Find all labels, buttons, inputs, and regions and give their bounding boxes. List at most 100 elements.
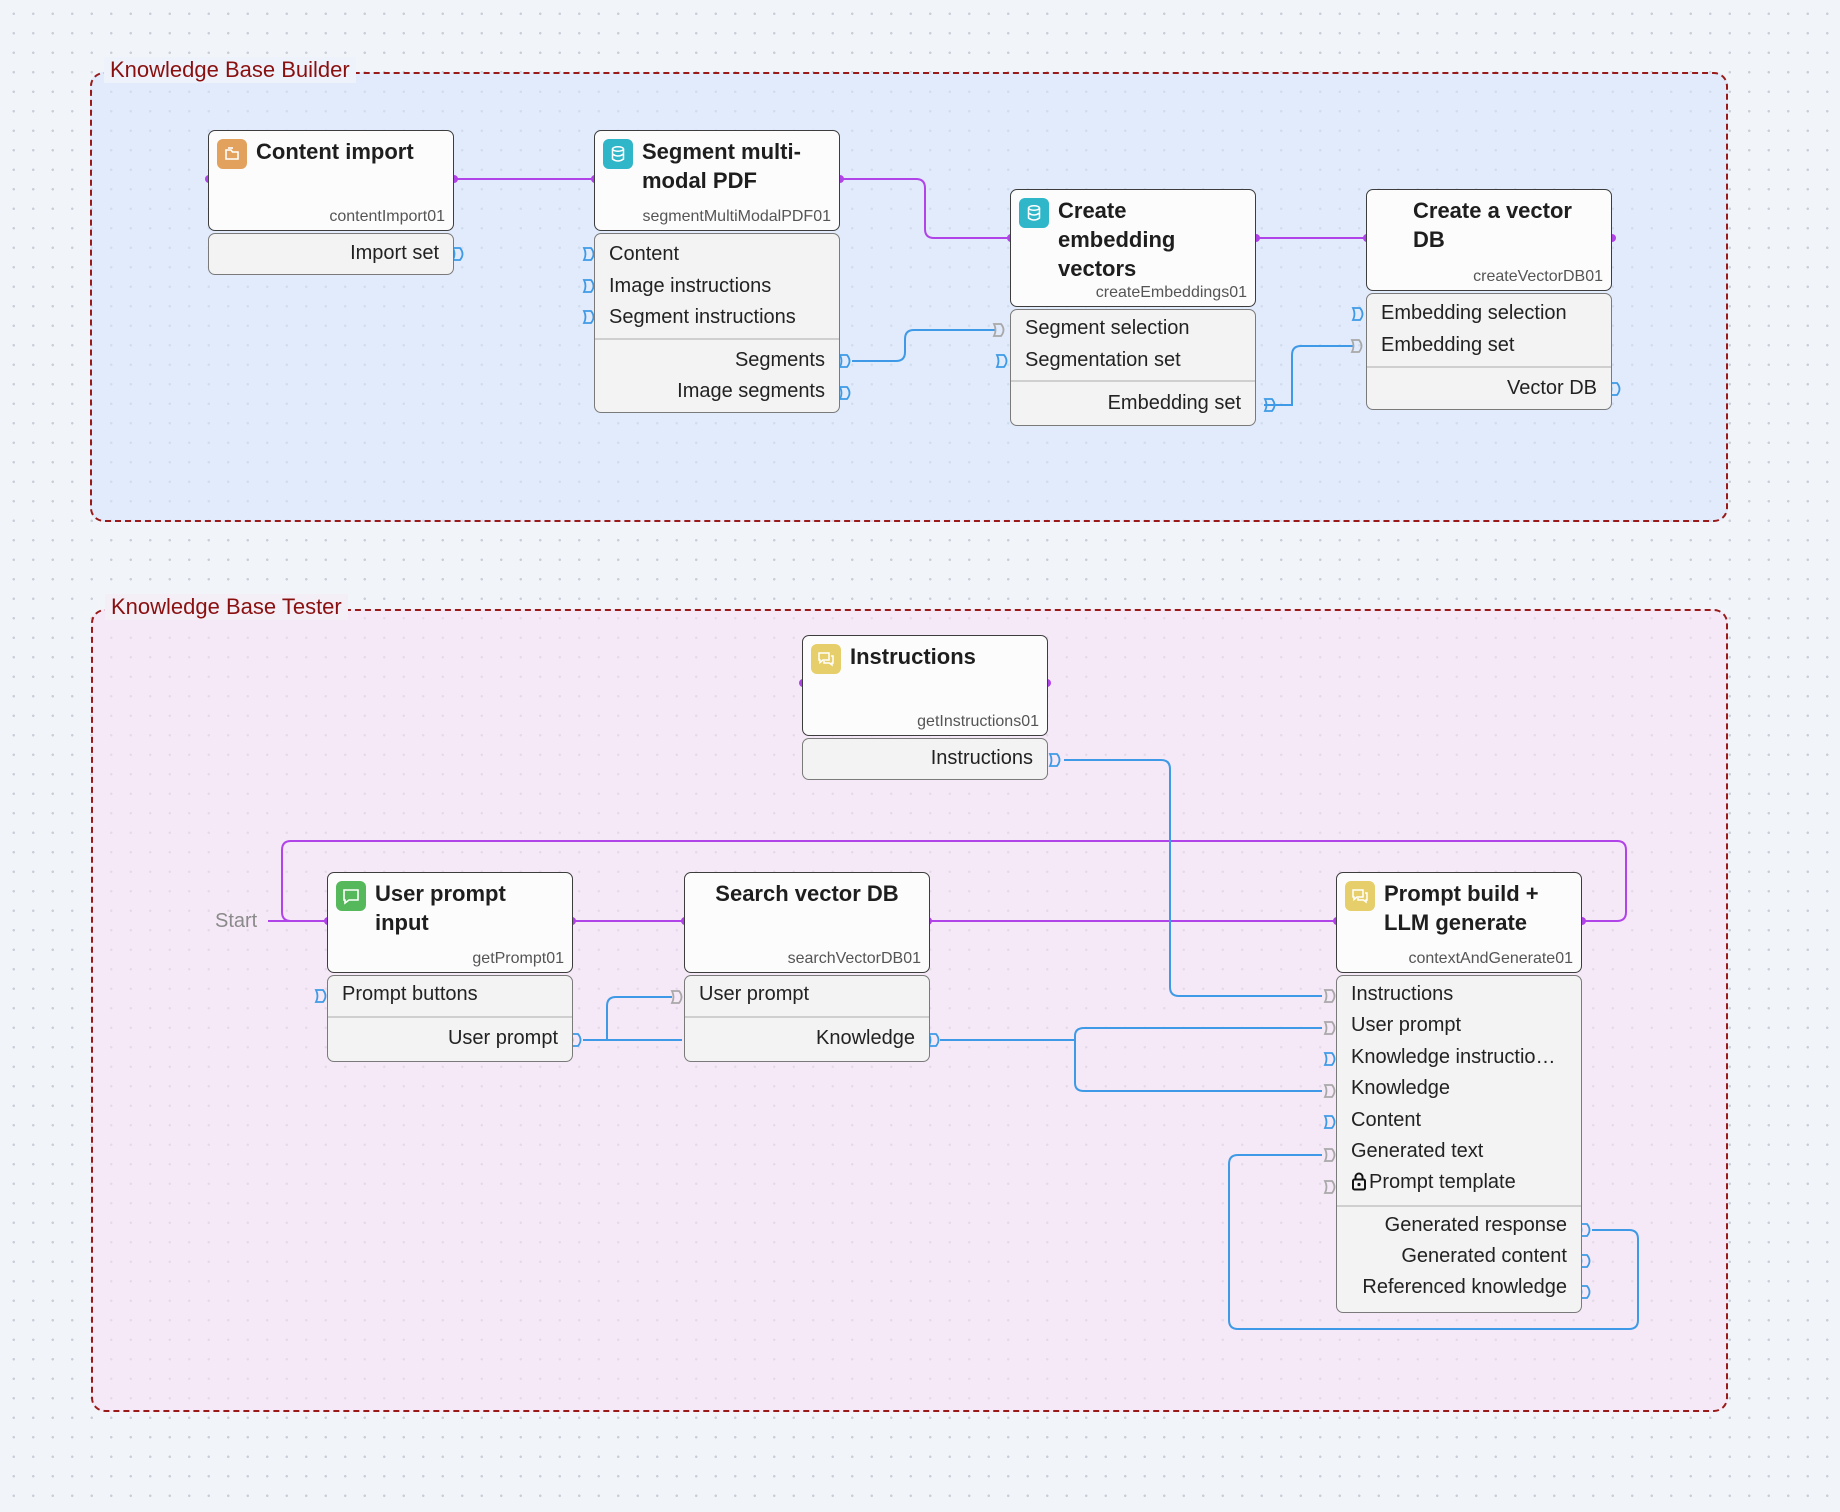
output-port-generated-response[interactable]: Generated response	[1384, 1214, 1567, 1236]
node-create-embedding-vectors[interactable]: Create embedding vectors createEmbedding…	[1010, 189, 1256, 426]
input-port-segment-instructions[interactable]: Segment instructions	[609, 306, 796, 328]
node-prompt-build-llm-generate[interactable]: Prompt build + LLM generate contextAndGe…	[1336, 872, 1582, 1313]
node-header[interactable]: User prompt input getPrompt01	[327, 872, 573, 973]
output-port-image-segments[interactable]: Image segments	[677, 380, 825, 402]
input-port-instructions[interactable]: Instructions	[1351, 983, 1454, 1005]
node-title: Create a vector DB	[1413, 198, 1572, 252]
data-wire-knowledge-to-user-prompt[interactable]	[940, 1027, 1322, 1041]
data-wire-knowledge-to-knowledge[interactable]	[1074, 1040, 1322, 1092]
input-port-segmentation-set[interactable]: Segmentation set	[1025, 349, 1181, 371]
node-id: searchVectorDB01	[787, 950, 921, 967]
node-ports: Embedding selection Embedding set Vector…	[1366, 293, 1612, 410]
data-socket[interactable]	[995, 354, 1008, 368]
input-port-knowledge[interactable]: Knowledge	[1351, 1077, 1450, 1099]
node-header[interactable]: Prompt build + LLM generate contextAndGe…	[1336, 872, 1582, 973]
data-socket[interactable]	[927, 1033, 940, 1047]
chat-bubbles-icon	[811, 644, 841, 674]
node-ports: Segment selection Segmentation set Embed…	[1010, 309, 1256, 426]
input-port-embedding-selection[interactable]: Embedding selection	[1381, 302, 1567, 324]
data-wire-segments-to-segment-selection[interactable]	[852, 329, 995, 362]
output-port-referenced-knowledge[interactable]: Referenced knowledge	[1362, 1276, 1567, 1298]
node-header[interactable]: Create a vector DB createVectorDB01	[1366, 189, 1612, 291]
chat-icon	[336, 881, 366, 911]
data-socket[interactable]	[838, 386, 851, 400]
data-wire-response-to-generated-text[interactable]	[1228, 1154, 1639, 1330]
data-socket[interactable]	[1323, 1180, 1336, 1194]
data-socket[interactable]	[992, 323, 1005, 337]
node-header[interactable]: Content import contentImport01	[208, 130, 454, 231]
input-port-user-prompt[interactable]: User prompt	[699, 983, 810, 1005]
data-socket[interactable]	[1323, 1021, 1336, 1035]
data-socket[interactable]	[1351, 307, 1364, 321]
data-socket[interactable]	[582, 279, 595, 293]
data-socket[interactable]	[1323, 1148, 1336, 1162]
node-search-vector-db[interactable]: Search vector DB searchVectorDB01 User p…	[684, 872, 930, 1062]
output-port-import-set[interactable]: Import set	[350, 242, 439, 264]
port-divider	[1367, 366, 1611, 368]
node-title: Search vector DB	[715, 881, 899, 906]
input-port-embedding-set[interactable]: Embedding set	[1381, 334, 1515, 356]
node-header[interactable]: Search vector DB searchVectorDB01	[684, 872, 930, 973]
data-socket[interactable]	[670, 990, 683, 1004]
output-port-instructions[interactable]: Instructions	[930, 747, 1033, 769]
port-divider	[1011, 380, 1255, 382]
node-header[interactable]: Create embedding vectors createEmbedding…	[1010, 189, 1256, 307]
data-socket[interactable]	[582, 247, 595, 261]
node-id: contextAndGenerate01	[1408, 950, 1573, 967]
output-port-knowledge[interactable]: Knowledge	[816, 1027, 915, 1049]
start-label: Start	[215, 910, 258, 932]
node-segment-multimodal-pdf[interactable]: Segment multi-modal PDF segmentMultiModa…	[594, 130, 840, 413]
node-ports: Instructions User prompt Knowledge instr…	[1336, 975, 1582, 1313]
port-label: Prompt template	[1369, 1171, 1516, 1193]
flow-wire-segment-to-embeddings[interactable]	[840, 178, 1008, 239]
input-port-image-instructions[interactable]: Image instructions	[609, 275, 772, 297]
data-wire-user-prompt-to-user-prompt[interactable]	[583, 997, 682, 1041]
input-port-content[interactable]: Content	[1351, 1109, 1422, 1131]
port-divider	[328, 1016, 572, 1018]
data-wire-instructions-to-instructions[interactable]	[1064, 759, 1322, 997]
node-title: Segment multi-modal PDF	[642, 139, 801, 193]
port-divider	[685, 1016, 929, 1018]
output-port-generated-content[interactable]: Generated content	[1401, 1245, 1567, 1267]
data-socket[interactable]	[1048, 753, 1061, 767]
group-label: Knowledge Base Tester	[105, 594, 348, 620]
node-ports: Import set	[208, 233, 454, 275]
node-header[interactable]: Instructions getInstructions01	[802, 635, 1048, 736]
node-title: Content import	[256, 139, 414, 164]
output-port-embedding-set[interactable]: Embedding set	[1107, 392, 1241, 414]
input-port-prompt-buttons[interactable]: Prompt buttons	[342, 983, 478, 1005]
node-title: Create embedding vectors	[1058, 198, 1176, 281]
input-port-knowledge-instructions[interactable]: Knowledge instructio…	[1351, 1046, 1556, 1068]
data-socket[interactable]	[1323, 1052, 1336, 1066]
database-icon	[1019, 198, 1049, 228]
data-socket[interactable]	[582, 310, 595, 324]
node-instructions[interactable]: Instructions getInstructions01 Instructi…	[802, 635, 1048, 780]
group-label: Knowledge Base Builder	[104, 57, 356, 83]
chat-bubbles-icon	[1345, 881, 1375, 911]
data-socket[interactable]	[838, 354, 851, 368]
node-user-prompt-input[interactable]: User prompt input getPrompt01 Prompt but…	[327, 872, 573, 1062]
data-socket[interactable]	[1263, 398, 1276, 412]
input-port-segment-selection[interactable]: Segment selection	[1025, 317, 1190, 339]
data-socket[interactable]	[1323, 1084, 1336, 1098]
input-port-prompt-template[interactable]: Prompt template	[1337, 1170, 1581, 1194]
data-socket[interactable]	[451, 247, 464, 261]
input-port-generated-text[interactable]: Generated text	[1351, 1140, 1484, 1162]
output-port-user-prompt[interactable]: User prompt	[447, 1027, 558, 1049]
input-port-user-prompt[interactable]: User prompt	[1351, 1014, 1462, 1036]
data-socket[interactable]	[1323, 989, 1336, 1003]
data-socket[interactable]	[1350, 339, 1363, 353]
node-title: Instructions	[850, 644, 976, 669]
node-content-import[interactable]: Content import contentImport01 Import se…	[208, 130, 454, 275]
input-port-content[interactable]: Content	[609, 243, 680, 265]
node-id: getInstructions01	[917, 713, 1039, 730]
output-port-vector-db[interactable]: Vector DB	[1506, 377, 1597, 399]
node-header[interactable]: Segment multi-modal PDF segmentMultiModa…	[594, 130, 840, 231]
data-wire-embedding-set-to-embedding-set[interactable]	[1264, 345, 1354, 406]
data-socket[interactable]	[1323, 1115, 1336, 1129]
output-port-segments[interactable]: Segments	[734, 349, 825, 371]
node-create-vector-db[interactable]: Create a vector DB createVectorDB01 Embe…	[1366, 189, 1612, 410]
node-id: contentImport01	[329, 208, 445, 225]
flow-wire-generate-loop[interactable]	[281, 840, 1627, 922]
data-socket[interactable]	[314, 989, 327, 1003]
